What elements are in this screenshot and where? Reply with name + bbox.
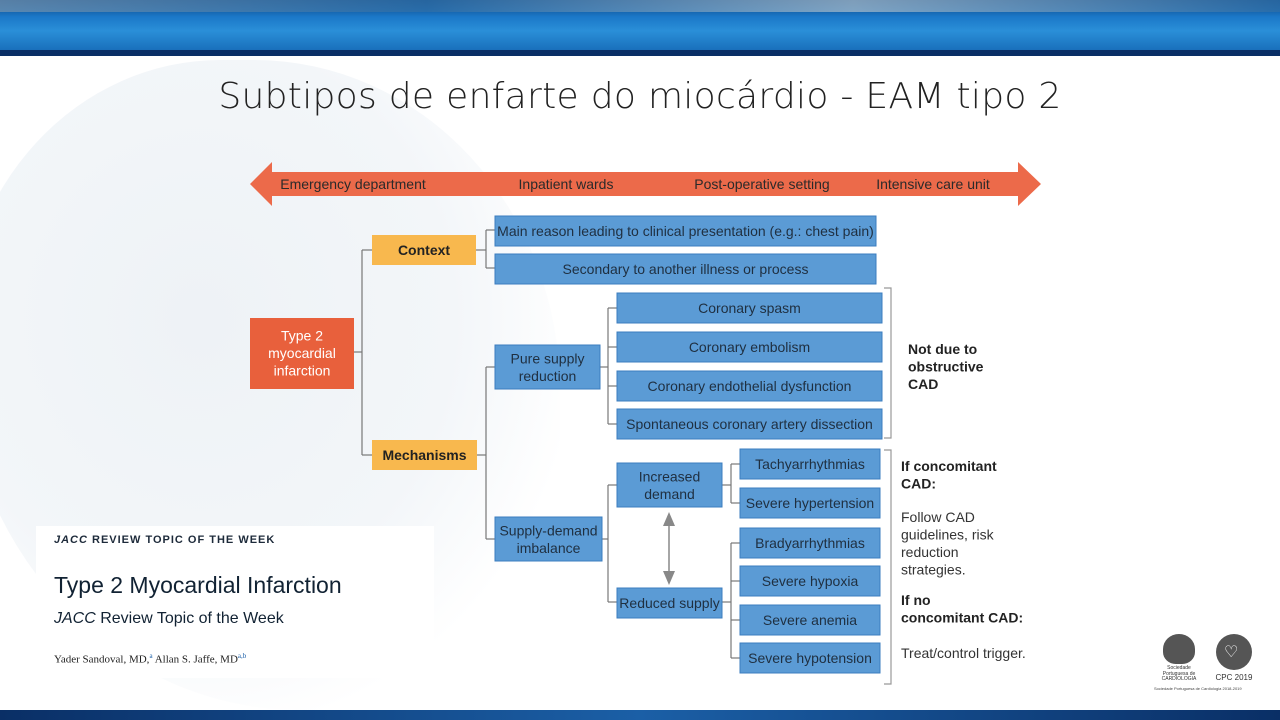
supply-item-2-label: Severe anemia (763, 612, 857, 628)
reduced-supply-box (616, 587, 723, 619)
mechanisms-box-label: Mechanisms (382, 447, 466, 463)
logos: Sociedade Portuguesa de CARDIOLOGIA ♡ CP… (1150, 630, 1260, 698)
context-item-1-label: Secondary to another illness or process (563, 261, 809, 277)
header-line (0, 50, 1280, 56)
spc-logo: Sociedade Portuguesa de CARDIOLOGIA (1154, 634, 1204, 694)
spc-label: Sociedade Portuguesa de CARDIOLOGIA (1161, 665, 1197, 682)
reduced-supply-box-label: Reduced supply (619, 595, 719, 611)
paper-authors: Yader Sandoval, MD,a Allan S. Jaffe, MDa… (54, 652, 246, 666)
footer-bar (0, 710, 1280, 720)
bracket-not-cad (884, 287, 892, 439)
cpc-logo: ♡ CPC 2019 (1212, 634, 1256, 682)
demand-item-1-label: Severe hypertension (746, 495, 874, 511)
subtitle-journal: JACC (54, 610, 96, 627)
arrow-head-down (663, 571, 675, 585)
supply-item-0-label: Bradyarrhythmias (755, 535, 865, 551)
context-box (372, 235, 476, 265)
pure-item-2-label: Coronary endothelial dysfunction (648, 378, 852, 394)
cpc-label: CPC 2019 (1215, 673, 1253, 682)
kicker-rest: REVIEW TOPIC OF THE WEEK (87, 534, 276, 546)
slide-title: Subtipos de enfarte do miocárdio - EAM t… (218, 76, 1062, 117)
kicker-journal: JACC (54, 534, 88, 546)
supply-demand-box (494, 516, 603, 562)
spc-footer: Sociedade Portuguesa de Cardiologia 2018… (1154, 686, 1242, 691)
demand-item-1 (739, 487, 881, 519)
arrow-head-up (663, 512, 675, 526)
bracket-notes (884, 449, 892, 685)
paper-title: Type 2 Myocardial Infarction (54, 572, 342, 598)
cpc-heart-icon: ♡ (1216, 634, 1252, 670)
root-box (250, 318, 354, 389)
heart-icon (1163, 634, 1195, 664)
demand-item-0 (739, 448, 881, 480)
header-banner (0, 0, 1280, 56)
context-box-label: Context (398, 242, 450, 258)
author-2: Allan S. Jaffe, MD (152, 653, 238, 666)
supply-item-1 (739, 565, 881, 597)
pure-item-3-label: Spontaneous coronary artery dissection (626, 416, 873, 432)
paper-subtitle: JACC Review Topic of the Week (54, 610, 284, 628)
context-item-1 (494, 253, 877, 285)
author-1: Yader Sandoval, MD, (54, 653, 150, 666)
pure-supply-box (494, 344, 601, 390)
pure-item-1 (616, 331, 883, 363)
pure-item-0 (616, 292, 883, 324)
paper-kicker: JACC REVIEW TOPIC OF THE WEEK (54, 534, 275, 546)
note-treat: Treat/control trigger. (901, 645, 1026, 661)
author-1-affil: a (149, 652, 153, 660)
context-item-0-label: Main reason leading to clinical presenta… (497, 223, 874, 239)
pure-item-0-label: Coronary spasm (698, 300, 801, 316)
supply-item-3 (739, 642, 881, 674)
supply-item-2 (739, 604, 881, 636)
arrow-label-0: Emergency department (280, 176, 426, 192)
author-2-affil: a,b (237, 652, 247, 660)
paper-card: JACC REVIEW TOPIC OF THE WEEK Type 2 Myo… (36, 526, 434, 678)
header-strip (0, 0, 1280, 12)
arrow-label-1: Inpatient wards (519, 176, 614, 192)
supply-item-3-label: Severe hypotension (748, 650, 872, 666)
pure-item-1-label: Coronary embolism (689, 339, 810, 355)
arrow-label-2: Post-operative setting (694, 176, 829, 192)
supply-item-1-label: Severe hypoxia (762, 573, 859, 589)
subtitle-rest: Review Topic of the Week (95, 610, 284, 627)
increased-demand-box (616, 462, 723, 508)
context-item-0 (494, 215, 877, 247)
pure-item-3 (616, 408, 883, 440)
arrow-label-3: Intensive care unit (876, 176, 990, 192)
pure-item-2 (616, 370, 883, 402)
supply-item-0 (739, 527, 881, 559)
mechanisms-box (372, 440, 477, 470)
setting-arrow (250, 162, 1041, 206)
demand-item-0-label: Tachyarrhythmias (755, 456, 865, 472)
